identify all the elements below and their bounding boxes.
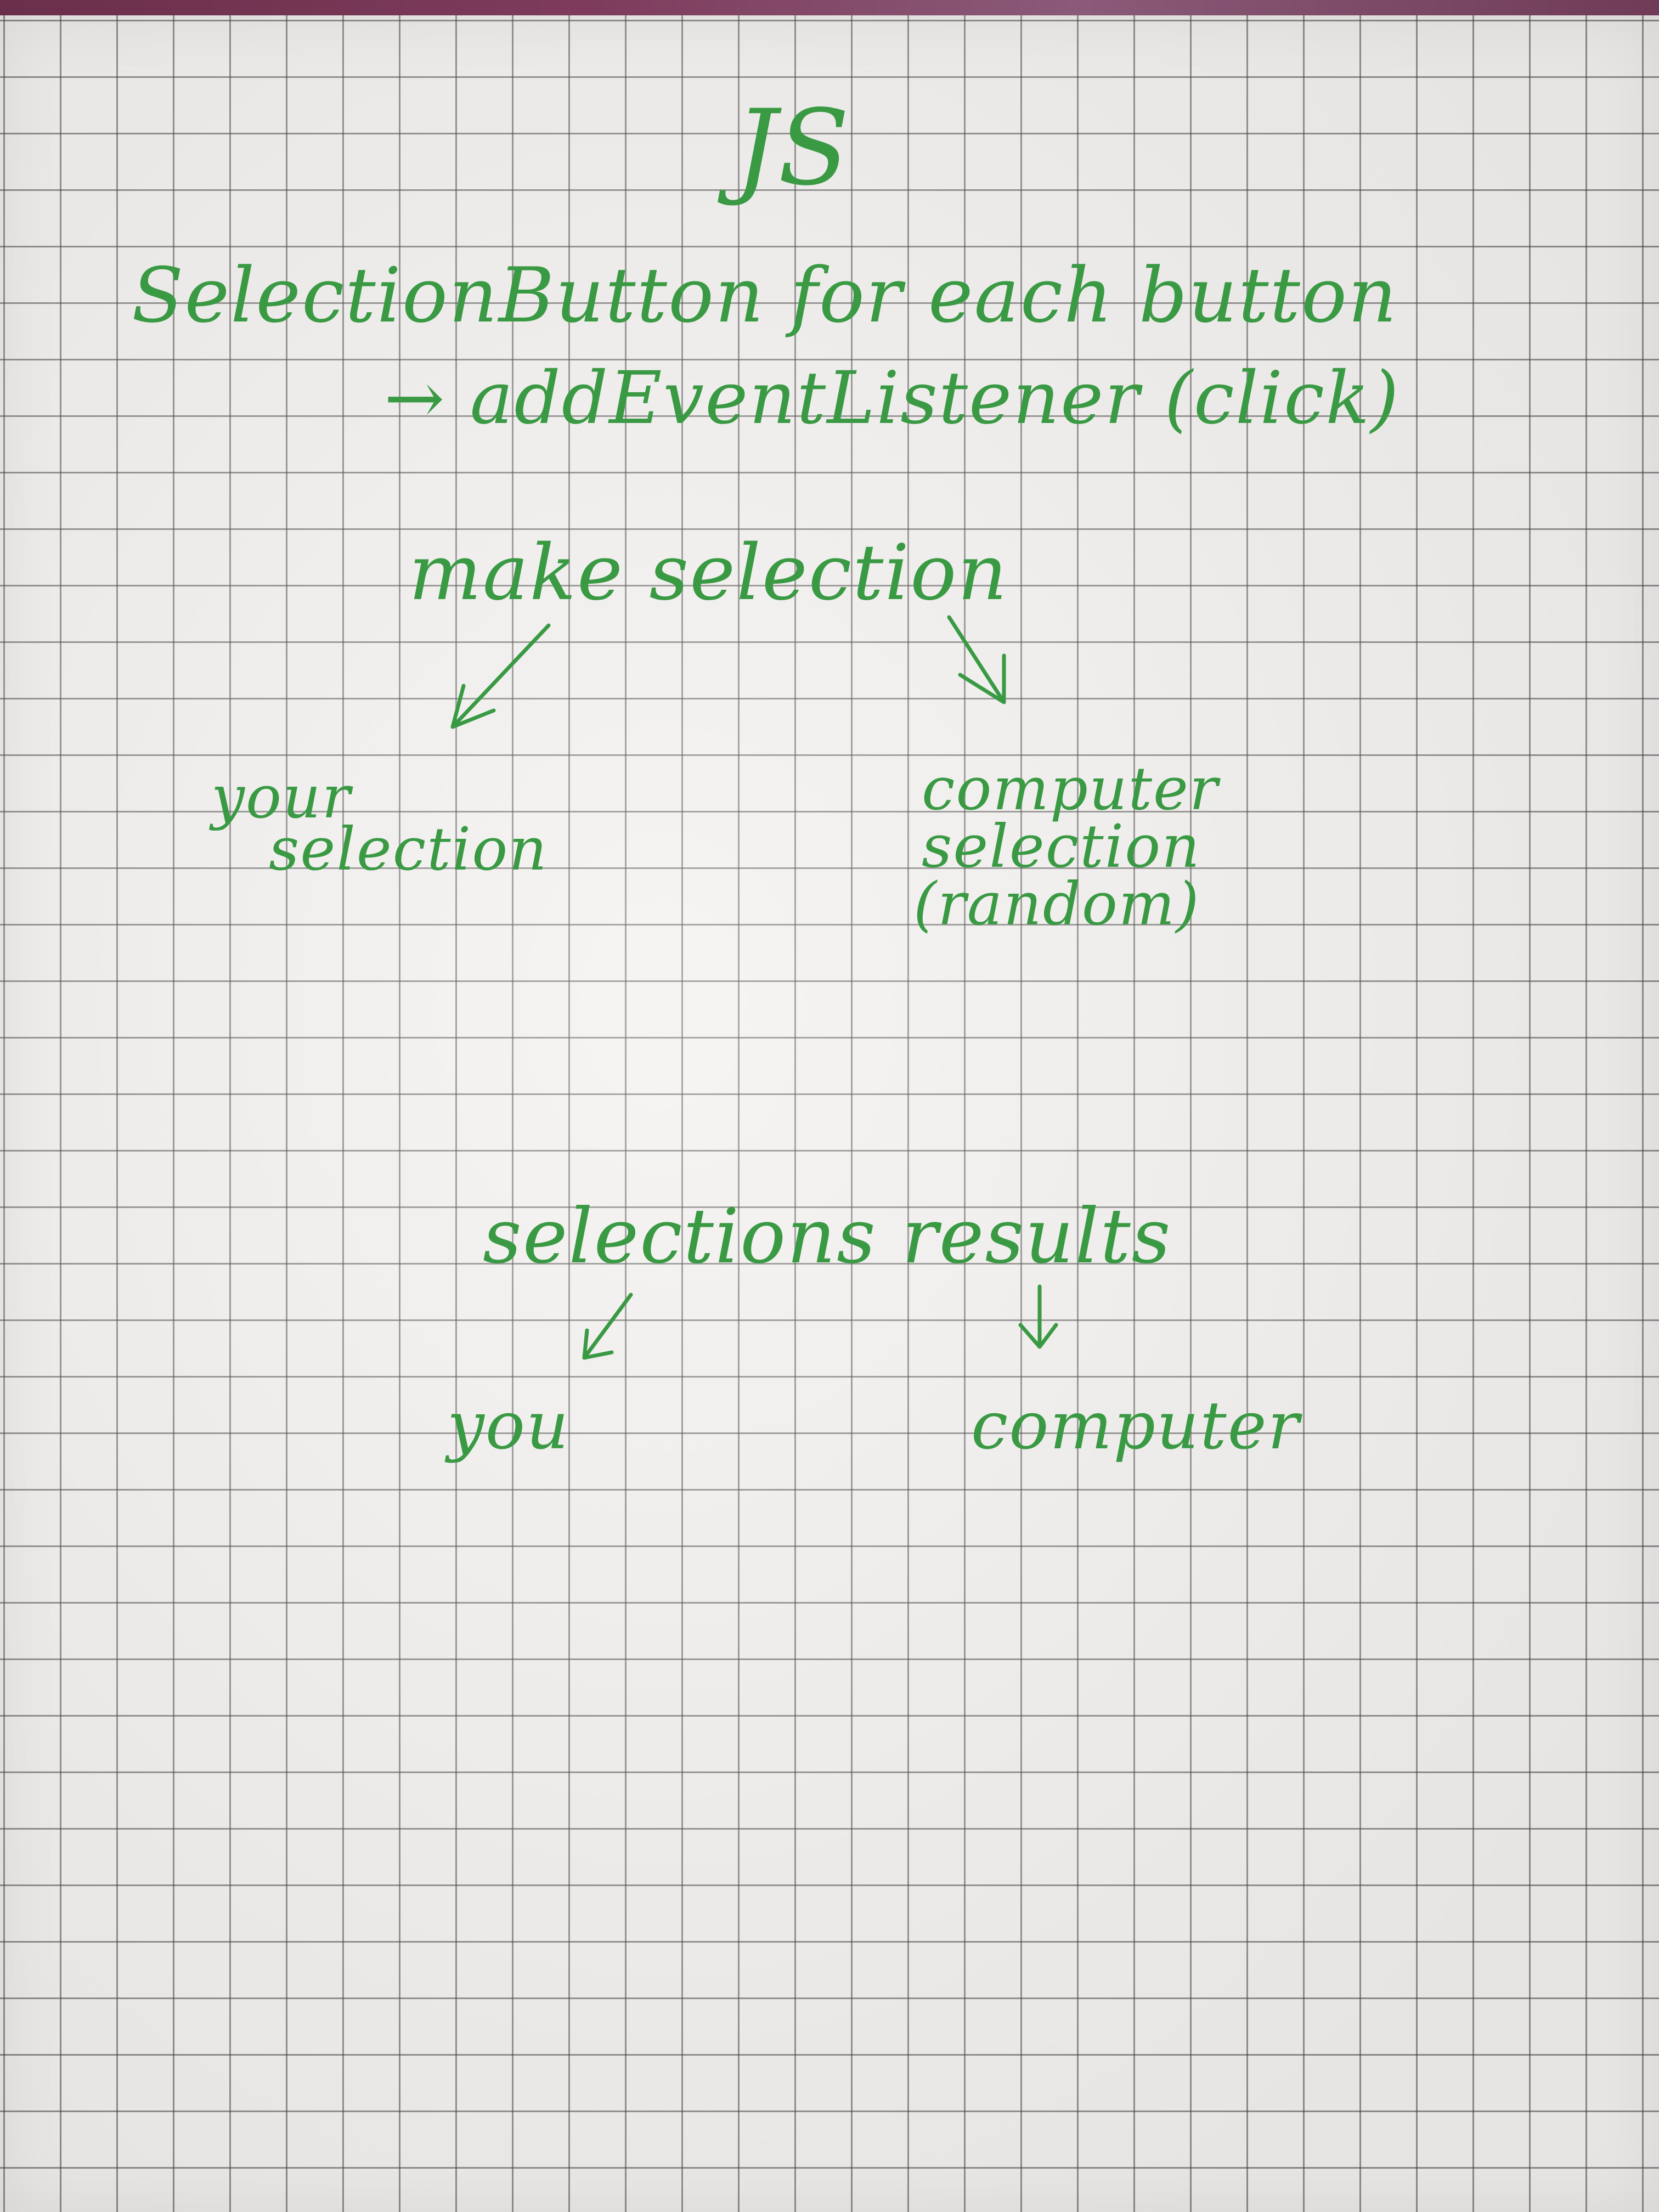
note-your-selection-line1: your <box>211 763 352 832</box>
title-js: JS <box>735 87 851 208</box>
note-make-selection: make selection <box>409 528 1008 618</box>
note-computer-selection-line1: computer <box>922 755 1219 823</box>
note-add-event-listener: → addEventListener (click) <box>384 356 1400 441</box>
note-selections-results: selections results <box>483 1192 1172 1280</box>
arrow-to-computer-selection <box>947 615 1006 704</box>
arrow-to-your-selection <box>450 623 551 729</box>
note-computer-selection-line3: (random) <box>913 870 1200 939</box>
note-your-selection-line2: selection <box>269 815 548 884</box>
note-you: you <box>447 1388 570 1464</box>
note-computer: computer <box>971 1388 1300 1464</box>
arrow-to-computer <box>1018 1284 1058 1349</box>
grid-paper <box>0 15 1659 2212</box>
arrow-to-you <box>582 1293 633 1360</box>
note-selection-button: SelectionButton for each button <box>132 251 1398 340</box>
note-computer-selection-line2: selection <box>922 812 1201 881</box>
